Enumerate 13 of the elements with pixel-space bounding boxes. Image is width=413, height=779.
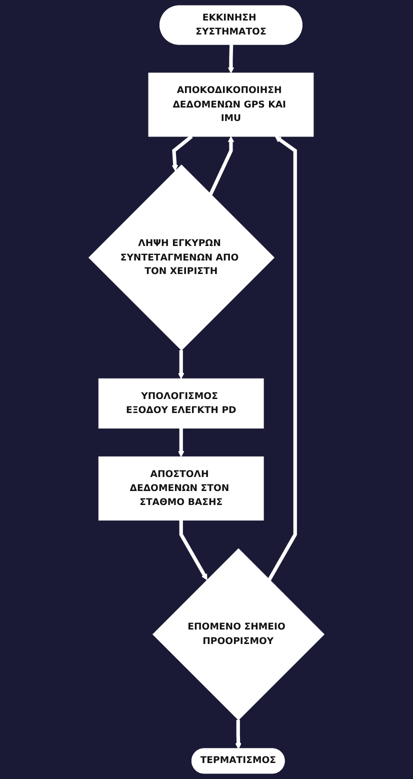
arrow: [208, 136, 234, 196]
arrow: [178, 350, 184, 380]
arrow: [268, 136, 297, 581]
node-diamond: ΛΗΨΗ ΕΓΚΥΡΩΝ ΣΥΝΤΕΤΑΓΜΕΝΩΝ ΑΠΟ ΤΟΝ ΧΕΙΡΙΣΤΗ: [88, 164, 275, 351]
node-diamond: ΕΠΟΜΕΝΟ ΣΗΜΕΙΟ ΠΡΟΟΡΙΣΜΟΥ: [152, 548, 325, 720]
arrow: [228, 44, 234, 74]
arrow: [235, 720, 242, 750]
node-box: ΥΠΟΛΟΓΙΣΜΟΣ ΕΞΟΔΟΥ ΕΛΕΓΚΤΗ PD: [98, 378, 264, 429]
node-box: ΑΠΟΣΤΟΛΗ ΔΕΔΟΜΕΝΩΝ ΣΤΟΝ ΣΤΑΘΜΟ ΒΑΣΗΣ: [98, 456, 264, 521]
arrow: [172, 135, 193, 172]
arrow: [179, 520, 208, 580]
arrow: [178, 428, 184, 458]
node-box: ΑΠΟΚΟΔΙΚΟΠΟΙΗΣΗ ΔΕΔΟΜΕΝΩΝ GPS ΚΑΙ IMU: [148, 72, 314, 137]
